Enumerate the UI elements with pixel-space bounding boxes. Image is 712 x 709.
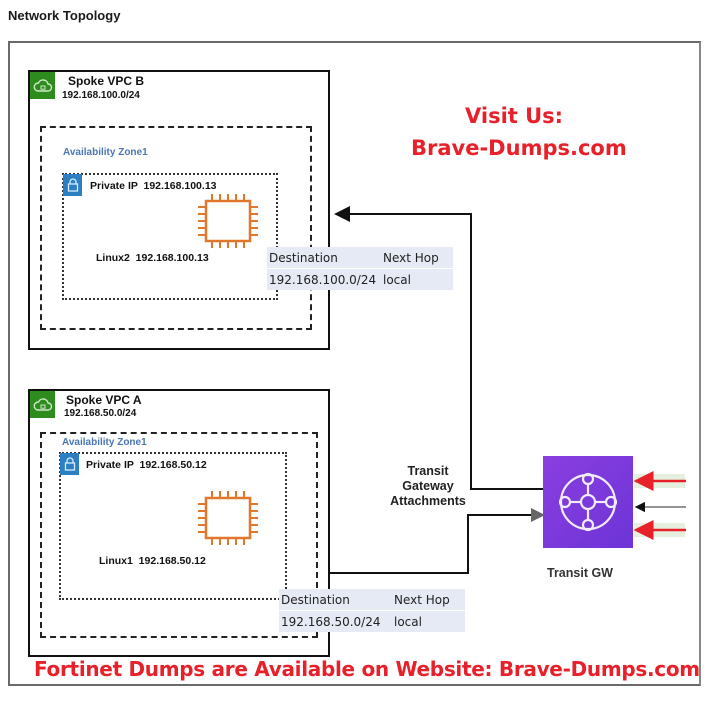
route-destination: 192.168.100.0/24	[269, 272, 377, 287]
vpc-b-az-label: Availability Zone1	[63, 147, 148, 158]
attachment-line-vpc-b	[334, 206, 543, 490]
tgw-attachments-label-line: Attachments	[390, 494, 466, 508]
padlock-icon	[63, 174, 82, 196]
vpc-b-cidr: 192.168.100.0/24	[62, 90, 140, 101]
promo-line-2: Brave-Dumps.com	[411, 136, 627, 160]
route-table-header-next-hop: Next Hop	[394, 592, 450, 607]
tgw-attachments-label-line: Transit	[407, 464, 449, 478]
vpc-b-name: Spoke VPC B	[68, 74, 145, 88]
ec2-chip-icon	[195, 193, 261, 256]
vpc-a-subnet	[59, 452, 287, 600]
vpc-a-host-label: Linux1 192.168.50.12	[99, 555, 206, 567]
route-destination: 192.168.50.0/24	[281, 614, 381, 629]
cloud-lock-icon	[30, 391, 55, 418]
vpc-b-host-label: Linux2 192.168.100.13	[96, 252, 209, 264]
vpc-b-route-table: Destination Next Hop 192.168.100.0/24 lo…	[267, 247, 453, 290]
route-table-header: Destination Next Hop	[267, 247, 453, 269]
padlock-icon	[60, 453, 79, 475]
route-table-header-destination: Destination	[281, 592, 350, 607]
cloud-lock-icon	[30, 72, 55, 99]
vpc-b-subnet	[62, 173, 278, 300]
transit-gateway-icon	[543, 456, 633, 548]
route-table-header-destination: Destination	[269, 250, 338, 265]
vpc-a-availability-zone	[40, 432, 318, 638]
vpc-b-private-ip: Private IP 192.168.100.13	[90, 180, 217, 192]
route-table-row: 192.168.50.0/24 local	[279, 611, 465, 632]
vpc-a-private-ip: Private IP 192.168.50.12	[86, 459, 207, 471]
promo-footer: Fortinet Dumps are Available on Website:…	[34, 657, 700, 681]
vpc-b-availability-zone	[40, 126, 312, 330]
transit-gw-label: Transit GW	[547, 566, 613, 580]
tgw-attachments-label-line: Gateway	[402, 479, 454, 493]
vpc-a-cidr: 192.168.50.0/24	[64, 408, 137, 419]
tgw-attachments-label: Transit Gateway Attachments	[380, 464, 476, 509]
route-table-header-next-hop: Next Hop	[383, 250, 439, 265]
route-table-header: Destination Next Hop	[279, 589, 465, 611]
topology-frame	[8, 41, 701, 686]
page-title: Network Topology	[8, 8, 121, 23]
attachment-line-vpc-a	[330, 508, 545, 574]
promo-line-1: Visit Us:	[465, 104, 564, 128]
route-table-row: 192.168.100.0/24 local	[267, 269, 453, 290]
vpc-a-route-table: Destination Next Hop 192.168.50.0/24 loc…	[279, 589, 465, 632]
vpc-a-az-label: Availability Zone1	[62, 437, 147, 448]
ec2-chip-icon	[195, 490, 261, 553]
vpc-a-name: Spoke VPC A	[66, 393, 142, 407]
route-next-hop: local	[383, 272, 411, 287]
vpc-b-box	[28, 70, 330, 350]
route-next-hop: local	[394, 614, 422, 629]
